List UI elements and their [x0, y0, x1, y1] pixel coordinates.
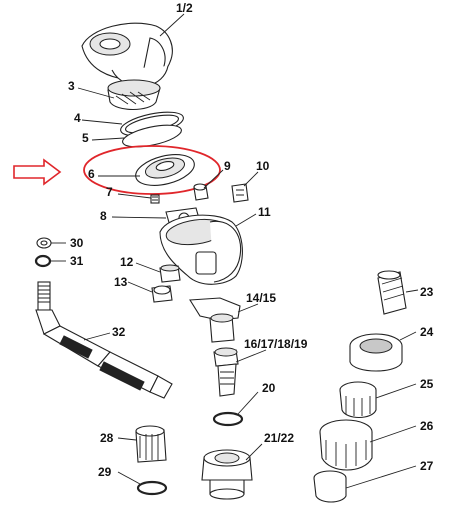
callout-24: 24	[420, 325, 434, 339]
part-13-fitting	[151, 285, 173, 303]
part-11-housing	[159, 214, 243, 285]
callout-27: 27	[420, 459, 434, 473]
callout-23: 23	[420, 285, 434, 299]
callout-28: 28	[100, 431, 114, 445]
callout-9: 9	[224, 159, 231, 173]
part-24-nut	[349, 333, 403, 372]
callout-12: 12	[120, 255, 134, 269]
callout-6: 6	[88, 167, 95, 181]
highlight-arrow	[13, 158, 62, 186]
callout-20: 20	[262, 381, 276, 395]
part-25-collar	[339, 381, 377, 419]
callout-31: 31	[70, 254, 84, 268]
part-16-19-nipple	[213, 347, 239, 397]
leader-lines	[50, 13, 419, 489]
callout-7: 7	[106, 185, 113, 199]
part-27-cap	[313, 470, 347, 503]
callout-25: 25	[420, 377, 434, 391]
highlight-ellipse	[83, 145, 221, 195]
callout-32: 32	[112, 325, 126, 339]
callout-1-2: 1/2	[176, 1, 193, 15]
part-21-22-connector	[201, 449, 253, 500]
part-12-fitting	[159, 264, 181, 283]
part-32-hose	[35, 281, 173, 399]
part-10-clip	[231, 183, 249, 203]
callout-26: 26	[420, 419, 434, 433]
part-9-plug	[193, 183, 209, 201]
part-14-15-valve	[189, 297, 241, 343]
part-28-adapter	[135, 425, 167, 463]
callout-11: 11	[258, 205, 271, 219]
part-20-o-ring	[212, 411, 244, 427]
callout-8: 8	[100, 209, 107, 223]
callout-10: 10	[256, 159, 270, 173]
part-5-ring	[122, 124, 182, 148]
part-30-washer	[36, 237, 52, 249]
callout-30: 30	[70, 236, 84, 250]
part-3-cone	[107, 79, 161, 111]
part-26-ring-nut	[319, 419, 373, 471]
part-23-nozzle-insert	[377, 270, 407, 315]
callout-5: 5	[82, 131, 89, 145]
part-31-ring	[34, 254, 52, 268]
part-1-2-head	[81, 22, 173, 87]
callout-16-19: 16/17/18/19	[244, 337, 308, 351]
callout-4: 4	[74, 111, 81, 125]
part-7-screw	[150, 194, 160, 204]
callout-29: 29	[98, 465, 112, 479]
callout-13: 13	[114, 275, 128, 289]
part-29-o-ring	[136, 480, 168, 496]
part-6-disc	[135, 154, 195, 186]
callout-14-15: 14/15	[246, 291, 276, 305]
callout-21-22: 21/22	[264, 431, 294, 445]
callout-3: 3	[68, 79, 75, 93]
